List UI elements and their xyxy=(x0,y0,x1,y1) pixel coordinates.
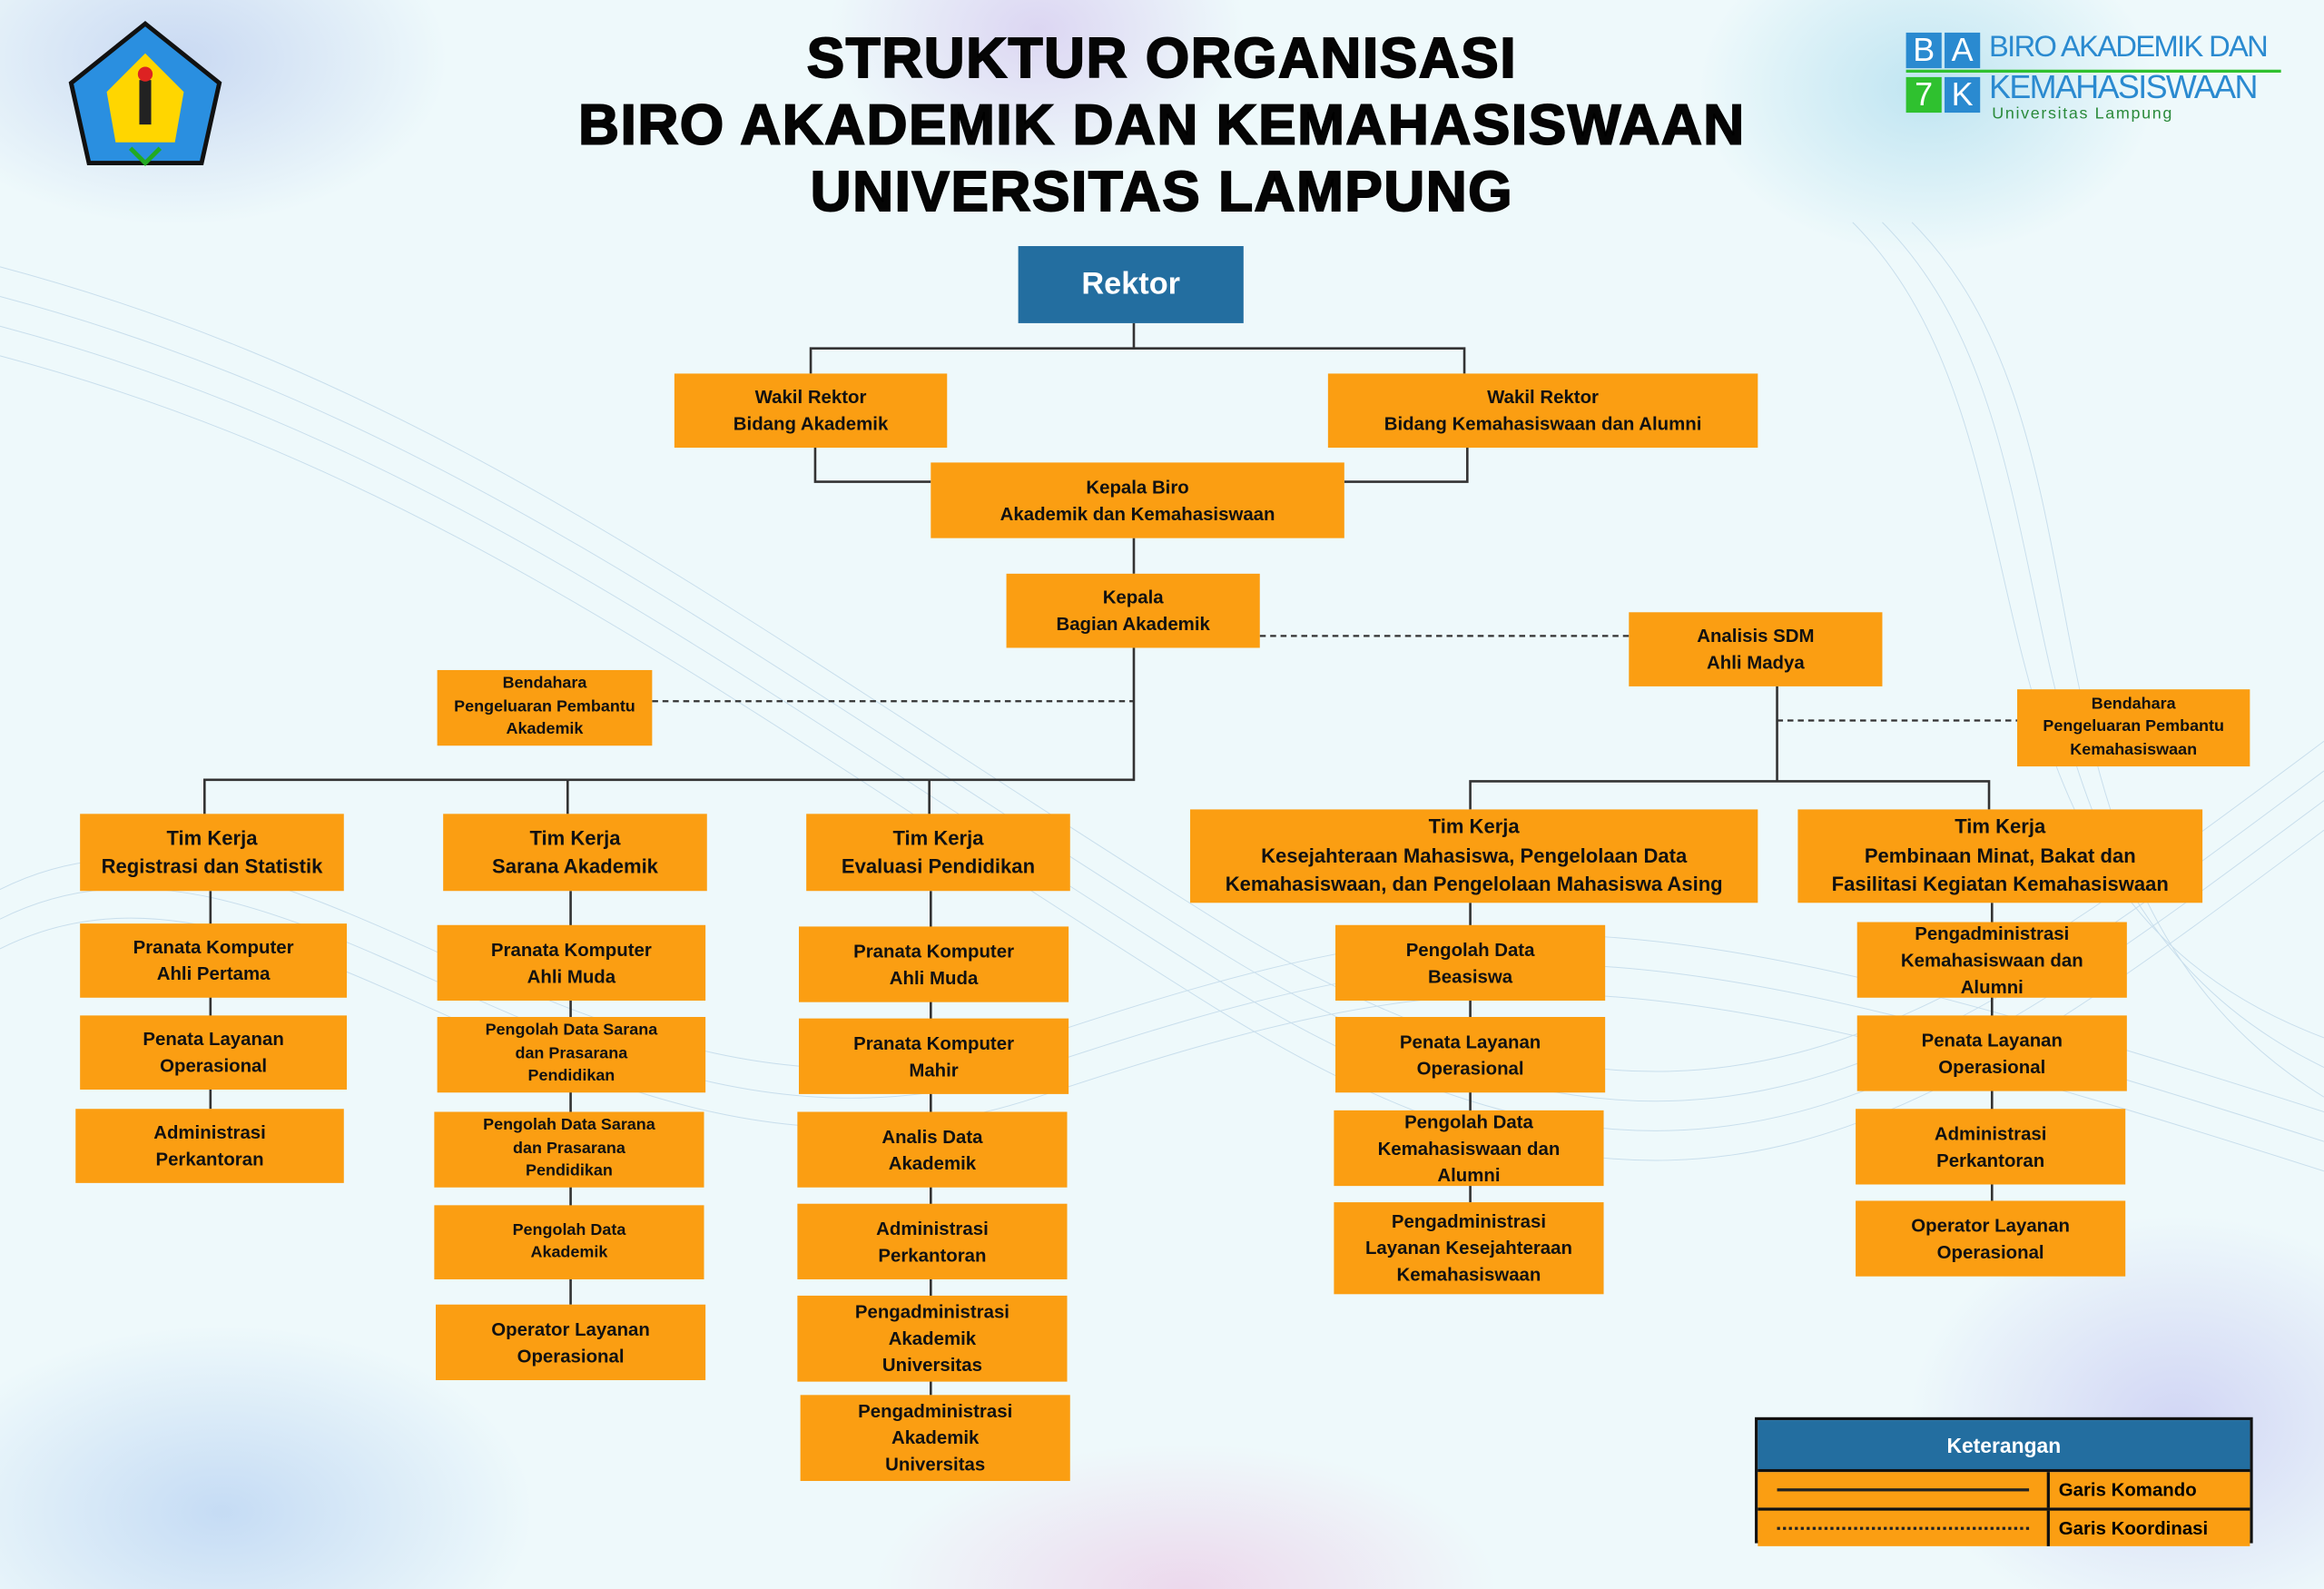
team-member: Penata Layanan Operasional xyxy=(1335,1016,1606,1093)
team-member: Administrasi Perkantoran xyxy=(1856,1109,2126,1185)
team-registrasi-statistik: Tim Kerja Registrasi dan Statistik xyxy=(80,814,344,892)
team-member: Pengadministrasi Layanan Kesejahteraan K… xyxy=(1334,1202,1604,1295)
logo-text-line3: Universitas Lampung xyxy=(1992,104,2174,123)
team-kesejahteraan-mahasiswa: Tim Kerja Kesejahteraan Mahasiswa, Penge… xyxy=(1190,809,1758,903)
team-member: Penata Layanan Operasional xyxy=(80,1015,348,1090)
team-member: Pengolah Data Sarana dan Prasarana Pendi… xyxy=(437,1016,706,1093)
logo-divider xyxy=(1905,69,2281,73)
box-kepala-biro: Kepala Biro Akademik dan Kemahasiswaan xyxy=(931,462,1344,538)
team-member: Pengolah Data Sarana dan Prasarana Pendi… xyxy=(434,1111,704,1188)
team-member: Pengolah Data Beasiswa xyxy=(1335,924,1606,1002)
title-line-1: STRUKTUR ORGANISASI xyxy=(806,27,1518,92)
box-wakil-rektor-kemahasiswaan: Wakil Rektor Bidang Kemahasiswaan dan Al… xyxy=(1327,373,1758,449)
team-member: Penata Layanan Operasional xyxy=(1856,1015,2127,1091)
team-evaluasi-pendidikan: Tim Kerja Evaluasi Pendidikan xyxy=(806,814,1070,892)
team-member: Pengolah Data Akademik xyxy=(434,1205,704,1279)
team-member: Pranata Komputer Mahir xyxy=(798,1018,1069,1094)
logo-text-line2: KEMAHASISWAAN xyxy=(1989,68,2258,105)
title-line-2: BIRO AKADEMIK DAN KEMAHASISWAAN xyxy=(577,94,1746,159)
dotted-line-sample xyxy=(1758,1510,2050,1546)
page-title: STRUKTUR ORGANISASI BIRO AKADEMIK DAN KE… xyxy=(0,26,2324,226)
team-member: Administrasi Perkantoran xyxy=(75,1109,344,1183)
university-seal-logo xyxy=(68,20,222,167)
box-analisis-sdm: Analisis SDM Ahli Madya xyxy=(1629,612,1883,686)
box-kepala-bagian: Kepala Bagian Akademik xyxy=(1006,573,1260,648)
box-bendahara-akademik: Bendahara Pengeluaran Pembantu Akademik xyxy=(437,669,653,746)
legend-row-solid: Garis Komando xyxy=(1758,1472,2250,1508)
team-member: Pengolah Data Kemahasiswaan dan Alumni xyxy=(1334,1110,1604,1187)
solid-line-sample xyxy=(1758,1472,2050,1508)
logo-block-k: K xyxy=(1945,76,1981,114)
team-member: Pengadministrasi Akademik Universitas xyxy=(797,1295,1068,1382)
team-member: Operator Layanan Operasional xyxy=(1856,1200,2126,1277)
team-member: Operator Layanan Operasional xyxy=(435,1304,706,1380)
logo-text-line1: BIRO AKADEMIK DAN xyxy=(1989,31,2269,64)
team-member: Pranata Komputer Ahli Muda xyxy=(437,924,706,1002)
box-wakil-rektor-akademik: Wakil Rektor Bidang Akademik xyxy=(674,373,948,449)
logo-block-7: 7 xyxy=(1905,76,1942,114)
box-bendahara-kemahasiswaan: Bendahara Pengeluaran Pembantu Kemahasis… xyxy=(2017,689,2250,767)
team-member: Pranata Komputer Ahli Muda xyxy=(798,926,1069,1002)
box-rektor: Rektor xyxy=(1018,246,1244,323)
coordination-lines xyxy=(652,635,2018,722)
logo-block-b: B xyxy=(1905,32,1942,69)
legend-row-dotted: Garis Koordinasi xyxy=(1758,1507,2250,1546)
legend-title: Keterangan xyxy=(1758,1420,2250,1473)
team-pembinaan-minat-bakat: Tim Kerja Pembinaan Minat, Bakat dan Fas… xyxy=(1797,809,2203,903)
logo-block-a: A xyxy=(1945,32,1981,69)
biro-logo: B A 7 K BIRO AKADEMIK DAN KEMAHASISWAAN … xyxy=(1905,30,2291,124)
legend-label: Garis Koordinasi xyxy=(2058,1517,2209,1539)
team-member: Pranata Komputer Ahli Pertama xyxy=(80,923,348,998)
title-line-3: UNIVERSITAS LAMPUNG xyxy=(810,161,1514,225)
team-member: Pengadministrasi Kemahasiswaan dan Alumn… xyxy=(1856,922,2127,998)
team-member: Administrasi Perkantoran xyxy=(797,1203,1068,1279)
legend: Keterangan Garis Komando Garis Koordinas… xyxy=(1755,1416,2253,1546)
team-member: Pengadministrasi Akademik Universitas xyxy=(800,1395,1070,1482)
team-member: Analis Data Akademik xyxy=(797,1111,1068,1188)
team-sarana-akademik: Tim Kerja Sarana Akademik xyxy=(443,814,707,892)
legend-label: Garis Komando xyxy=(2058,1479,2197,1501)
